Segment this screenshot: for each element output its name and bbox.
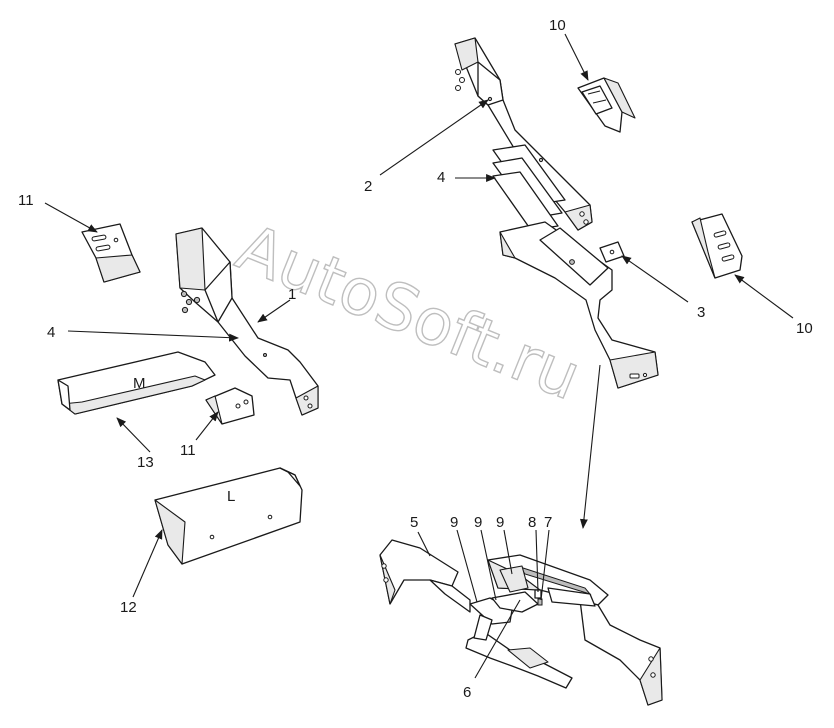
leader-3 [621, 255, 689, 303]
callout-9-b: 9 [474, 514, 482, 531]
part-5-frame [379, 539, 471, 613]
part-4-right-plates [492, 144, 566, 231]
callout-11-top: 11 [18, 192, 34, 209]
part-11-top-bracket [81, 223, 141, 283]
callout-9-a: 9 [450, 514, 458, 531]
leader-5 [417, 531, 431, 557]
callout-10-top: 10 [549, 17, 566, 34]
plate13-mark: M [133, 375, 146, 392]
callout-4-right: 4 [437, 169, 445, 186]
leader-9-b [480, 529, 497, 601]
callout-11-bottom: 11 [180, 442, 196, 459]
leader-12 [132, 529, 163, 598]
callout-10-right: 10 [796, 320, 813, 337]
callout-3: 3 [697, 304, 705, 321]
leader-13 [116, 417, 151, 453]
leader-6 [474, 599, 521, 679]
leader-10-top [564, 33, 589, 81]
callout-9-c: 9 [496, 514, 504, 531]
part-3-small-plate [599, 241, 625, 263]
leader-assembly [579, 364, 601, 529]
callout-7: 7 [544, 514, 552, 531]
leader-4-left [67, 330, 239, 342]
part-10-right-bracket [691, 213, 743, 279]
part-10-top-bracket [577, 77, 636, 133]
leader-10-right [734, 274, 794, 319]
leader-9-a [456, 529, 478, 603]
leader-11-top [44, 202, 98, 233]
leader-1 [257, 299, 291, 323]
part-2-bracket [454, 37, 593, 231]
leader-9-c [503, 529, 513, 575]
callout-6: 6 [463, 684, 471, 701]
part-1-bracket [175, 227, 319, 416]
callout-4-left: 4 [47, 324, 55, 341]
callout-13: 13 [137, 454, 154, 471]
plate12-mark: L [227, 488, 235, 505]
callout-5: 5 [410, 514, 418, 531]
leader-2 [379, 99, 489, 176]
part-3-bracket [499, 221, 659, 389]
leader-11-bottom [195, 411, 219, 441]
callout-1: 1 [288, 286, 296, 303]
callout-2: 2 [364, 178, 372, 195]
callout-numbers: 1 2 3 4 4 5 6 7 8 9 9 9 10 10 11 11 12 1… [18, 17, 813, 701]
callout-12: 12 [120, 599, 137, 616]
part-12-plate: L [154, 467, 303, 565]
leader-7 [540, 529, 550, 601]
leader-lines [44, 33, 794, 679]
part-6-lower-clip [465, 614, 573, 689]
callout-8: 8 [528, 514, 536, 531]
leader-8 [535, 529, 539, 593]
part-13-plate: M [57, 351, 216, 415]
